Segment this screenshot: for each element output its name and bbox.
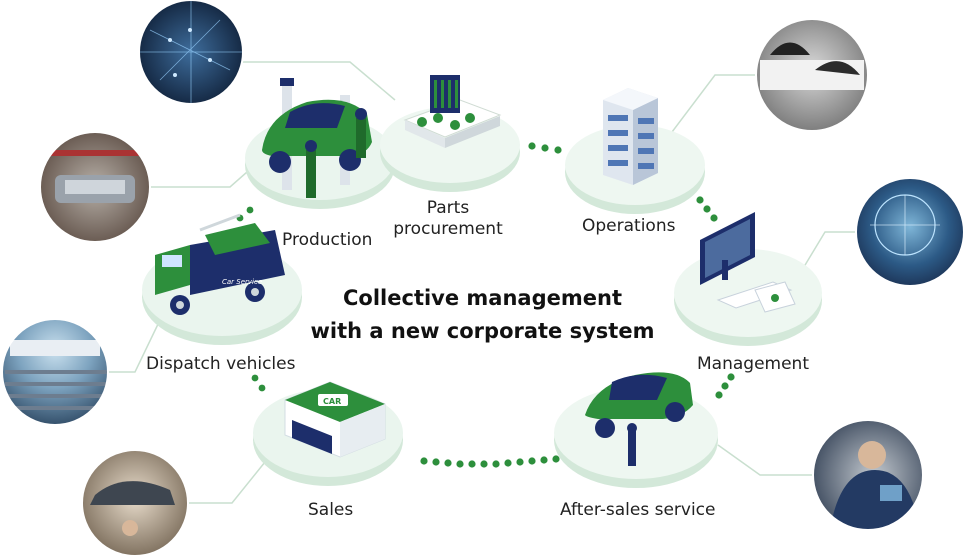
node-label-management: Management [697,354,809,374]
parts-procurement-line2: procurement [393,219,503,239]
photo-technician-tablet [813,420,923,530]
truck-door-text: Car Service [222,278,262,286]
management-computer-illustration [700,212,796,313]
connector-line [671,74,760,133]
connector-line [240,61,396,101]
dotted-links [236,142,735,468]
operations-building-illustration [603,88,658,185]
connector-line [148,164,256,188]
parts-procurement-illustration [403,75,502,148]
node-label-dispatch-vehicles: Dispatch vehicles [146,354,296,374]
after-sales-car-illustration [585,372,693,466]
center-title-line1: Collective management [343,286,622,310]
connector-line [717,444,815,476]
connector-line [188,461,266,504]
photo-factory-line [40,132,150,242]
node-label-parts-procurement: Parts procurement [392,198,504,240]
connector-line [108,319,161,373]
center-title-line2: with a new corporate system [310,319,655,343]
photo-digital-world [856,178,964,286]
photo-connector-lines [108,61,856,504]
node-label-sales: Sales [308,500,354,520]
node-label-operations: Operations [582,216,676,236]
center-title: Collective management with a new corpora… [0,282,965,348]
node-label-production: Production [282,230,373,250]
node-label-after-sales-service: After-sales service [560,500,716,520]
photo-showroom [82,450,188,556]
photo-port-cars [2,319,108,425]
production-illustration [262,78,372,198]
parts-procurement-line1: Parts [426,198,470,218]
sales-store-illustration: CAR [284,381,386,458]
store-sign-text: CAR [323,397,341,406]
dispatch-tow-truck-illustration: Car Service [155,213,285,315]
photo-meeting [756,19,868,131]
photo-network-globe [139,0,243,104]
